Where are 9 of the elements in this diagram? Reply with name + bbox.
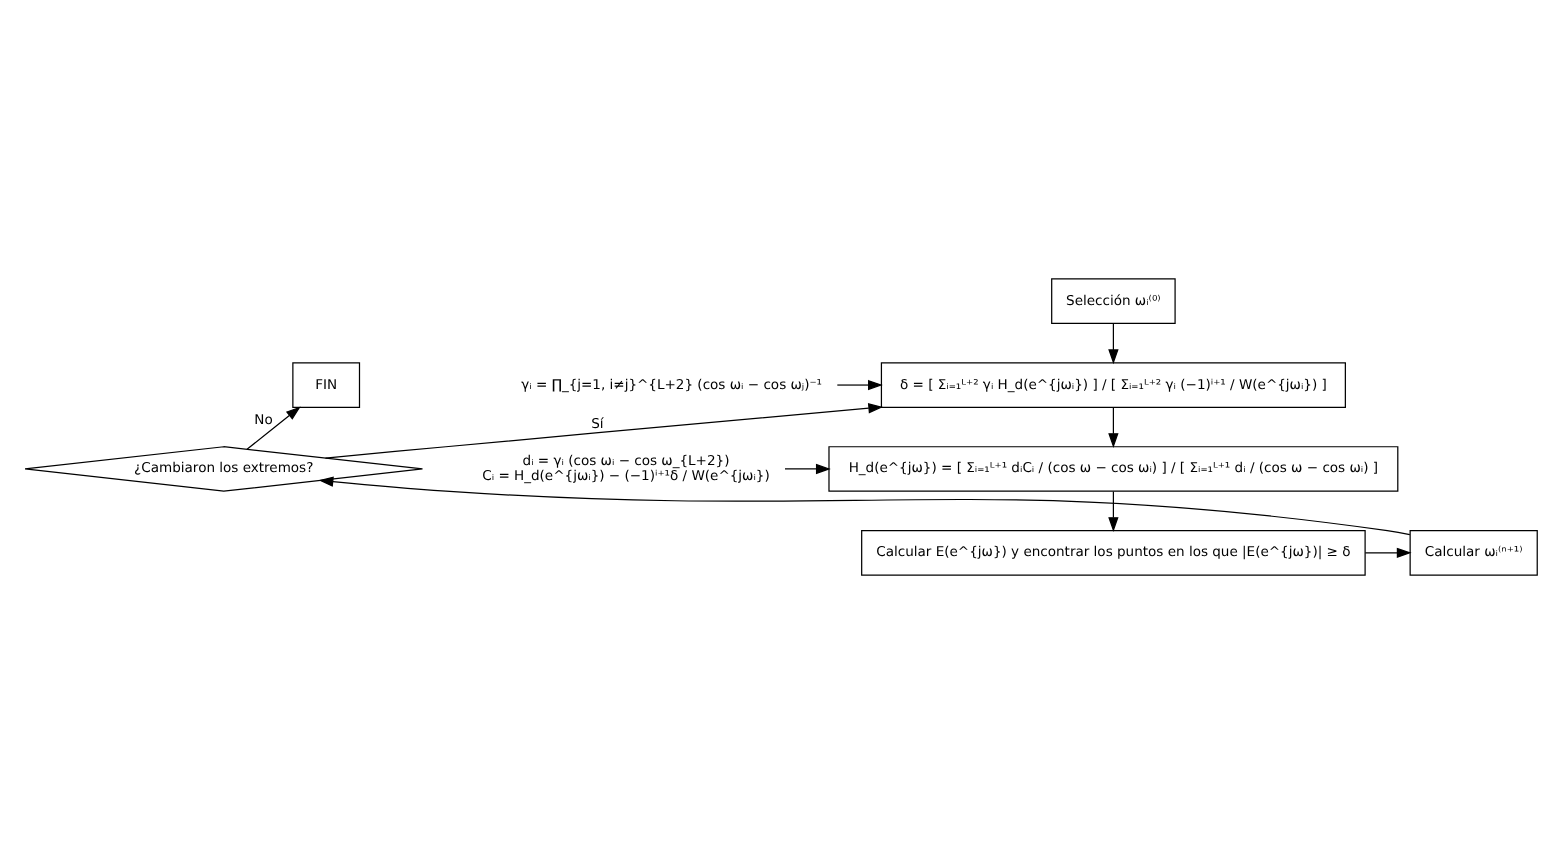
arrow: [1108, 406, 1119, 448]
arrow: [318, 475, 1411, 535]
arrow: [784, 462, 831, 474]
arrow: [246, 405, 301, 449]
arrow: [1108, 489, 1119, 531]
arrow: [324, 402, 884, 458]
arrow: [1108, 322, 1119, 364]
arrow: [1364, 546, 1412, 558]
arrow: [836, 378, 883, 390]
